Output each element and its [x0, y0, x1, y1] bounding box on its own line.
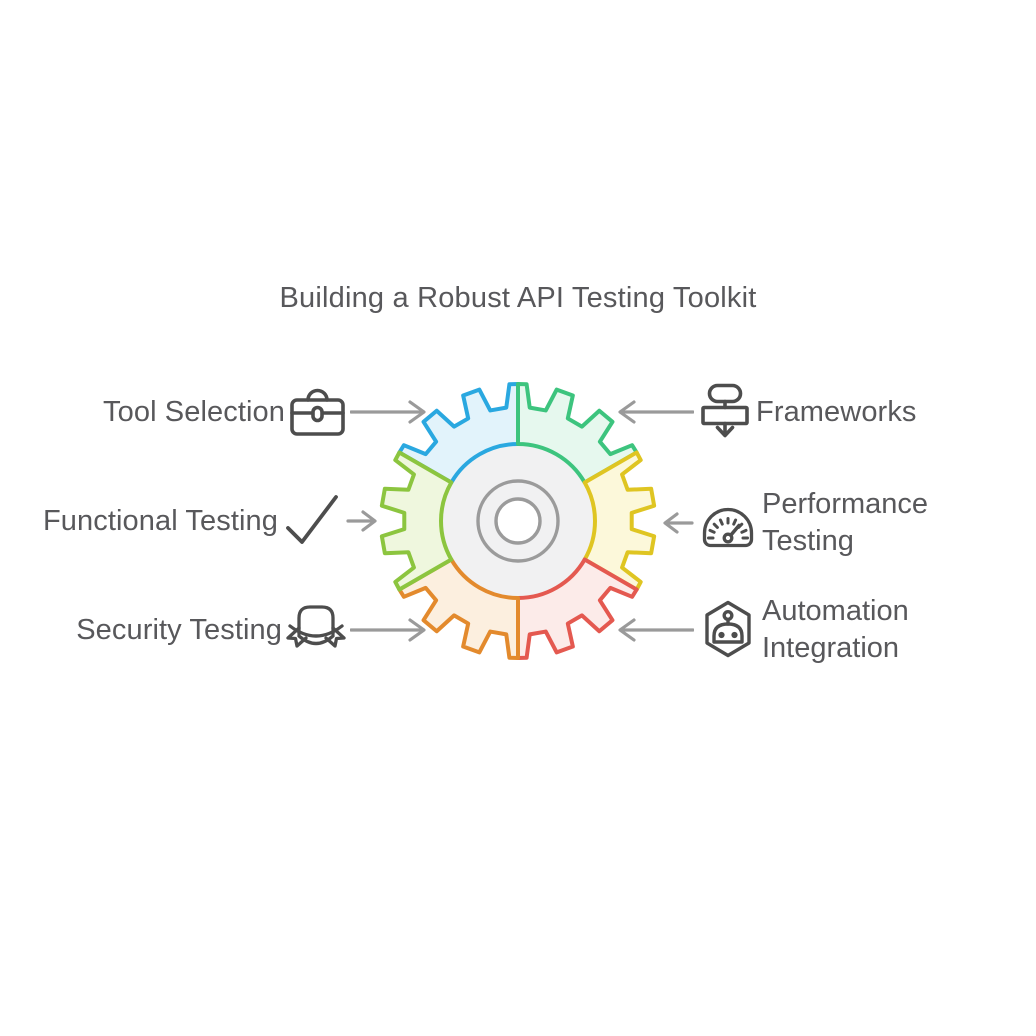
gear-diagram	[379, 382, 657, 660]
arrow-left-icon	[618, 400, 694, 424]
spoke-automation-integration: Automation Integration	[616, 592, 909, 668]
functional-testing-label: Functional Testing	[42, 504, 278, 537]
arrow-right-short-icon	[346, 510, 377, 532]
robot-hexagon-icon	[705, 600, 751, 658]
tool-selection-label: Tool Selection	[103, 395, 285, 428]
ribbon-badge-icon	[286, 605, 346, 648]
arrow-left-short-icon	[663, 512, 694, 534]
toolbox-icon	[290, 388, 345, 436]
spoke-functional-testing: Functional Testing	[43, 491, 378, 551]
page-title: Building a Robust API Testing Toolkit	[279, 282, 757, 314]
frameworks-label: Frameworks	[756, 395, 917, 428]
gear-segment-functional-testing	[379, 450, 454, 592]
automation-integration-label: Automation Integration	[762, 594, 909, 665]
spoke-security-testing: Security Testing	[76, 599, 428, 661]
arrow-right-icon	[350, 400, 426, 424]
flowchart-icon	[701, 383, 749, 438]
arrow-right-icon	[350, 618, 426, 642]
speedometer-icon	[702, 507, 754, 548]
spoke-tool-selection: Tool Selection	[103, 382, 428, 442]
spoke-performance-testing: Performance Testing	[662, 485, 928, 561]
security-testing-label: Security Testing	[76, 613, 282, 646]
hub-inner-ring	[494, 497, 542, 545]
hub-outer-ring	[476, 479, 560, 563]
performance-testing-label: Performance Testing	[762, 487, 929, 558]
gear-segments	[379, 382, 657, 660]
arrow-left-icon	[618, 618, 694, 642]
spoke-frameworks: Frameworks	[616, 381, 917, 443]
checkmark-icon	[286, 495, 338, 544]
